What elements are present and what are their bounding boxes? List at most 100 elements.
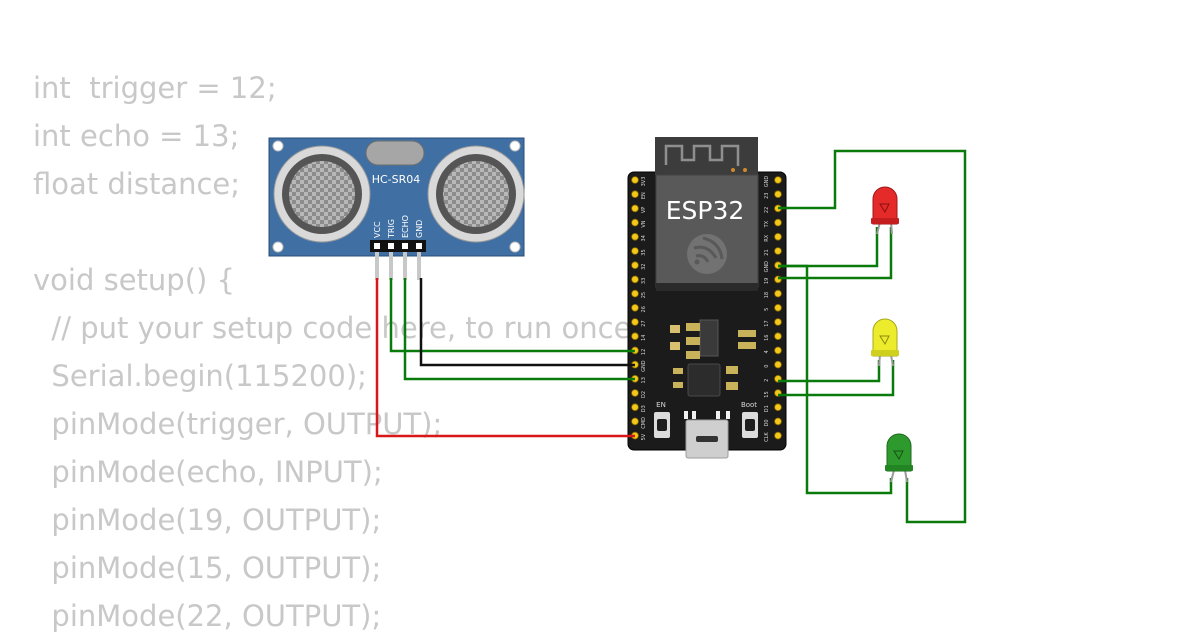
pin-label: 23 [764, 193, 770, 199]
pin-label: 32 [641, 264, 647, 270]
header-pin[interactable] [631, 289, 639, 298]
pin-label: 15 [764, 391, 770, 397]
wire-trig[interactable] [389, 278, 635, 353]
pin-label: 4 [764, 350, 770, 353]
header-pin[interactable] [631, 332, 639, 341]
en-button[interactable] [654, 412, 670, 438]
pin-label: D0 [764, 419, 770, 426]
header-pin[interactable] [774, 176, 782, 184]
pin-label: VN [641, 220, 647, 227]
esp32-board[interactable]: ESP32 EN Boot [627, 137, 787, 459]
header-pin[interactable] [774, 233, 782, 241]
en-button-label: EN [656, 401, 666, 409]
boot-button[interactable] [742, 412, 758, 438]
wire-vcc[interactable] [375, 278, 635, 438]
code-line: pinMode(15, OUTPUT); [33, 551, 382, 585]
header-pin[interactable] [774, 289, 782, 298]
pin-label: VP [641, 207, 647, 213]
pin-label: EN [641, 192, 647, 199]
sensor-name: HC-SR04 [372, 173, 421, 186]
header-pin[interactable] [774, 417, 782, 426]
pin-label: 22 [764, 207, 770, 213]
pin-label: D1 [764, 405, 770, 412]
code-line: pinMode(echo, INPUT); [33, 455, 383, 489]
voltage-regulator [670, 319, 756, 359]
sensor-pin-label-gnd: GND [415, 220, 424, 238]
pin-label: CLK [764, 432, 770, 442]
header-pin[interactable] [631, 218, 639, 227]
boot-button-label: Boot [741, 401, 757, 409]
code-editor-text: int trigger = 12; int echo = 13; float d… [33, 64, 641, 640]
wire-gnd[interactable] [419, 278, 635, 367]
transducer-right [427, 145, 525, 243]
code-line: pinMode(19, OUTPUT); [33, 503, 382, 537]
header-pin[interactable] [631, 403, 639, 412]
header-pin[interactable] [774, 303, 782, 312]
sensor-pin-label-trig: TRIG [387, 219, 396, 239]
header-pin[interactable] [631, 204, 639, 213]
board-name: ESP32 [666, 196, 745, 225]
pin-label: GND [764, 261, 770, 273]
header-pin[interactable] [631, 303, 639, 312]
code-line: int echo = 13; [33, 119, 240, 153]
header-pin[interactable] [774, 332, 782, 341]
header-pin[interactable] [631, 233, 639, 241]
pin-label: GND [764, 176, 770, 188]
header-pin[interactable] [774, 247, 782, 255]
usb-uart-chip [673, 363, 738, 397]
code-line: Serial.begin(115200); [33, 359, 367, 393]
header-pin[interactable] [631, 247, 639, 255]
pin-label: 25 [641, 292, 647, 298]
wire-yellow-led-anode[interactable] [778, 360, 895, 397]
code-line: // put your setup code here, to run once… [33, 311, 642, 345]
led-yellow[interactable] [871, 318, 899, 367]
led-red[interactable] [871, 186, 899, 235]
header-pin[interactable] [774, 360, 782, 369]
sensor-pin-label-vcc: VCC [373, 221, 382, 238]
code-line: pinMode(22, OUTPUT); [33, 599, 382, 633]
pin-label: 16 [764, 335, 770, 341]
wire-echo[interactable] [403, 278, 635, 381]
header-pin[interactable] [774, 218, 782, 227]
usb-port [685, 419, 729, 459]
header-pin[interactable] [631, 318, 639, 326]
pin-label: RX [764, 234, 770, 241]
header-pin[interactable] [774, 190, 782, 199]
pin-label: CMD [641, 417, 647, 429]
wire-red-led-ground[interactable] [778, 227, 879, 268]
header-pin[interactable] [631, 389, 639, 397]
pin-label: 35 [641, 249, 647, 255]
pin-label: 2 [764, 379, 770, 382]
pin-label: 5V [641, 433, 647, 440]
espressif-logo [687, 234, 727, 274]
header-pin[interactable] [774, 318, 782, 326]
header-pin[interactable] [774, 346, 782, 355]
transducer-left [273, 145, 371, 243]
pin-label: 19 [764, 278, 770, 284]
header-pin[interactable] [631, 417, 639, 426]
header-pin[interactable] [631, 190, 639, 199]
pin-label: 5 [764, 308, 770, 311]
header-pin[interactable] [631, 176, 639, 184]
pin-label: 3V3 [641, 177, 647, 187]
wire-red-led-anode[interactable] [778, 227, 893, 280]
wire-yellow-led-ground[interactable] [778, 360, 881, 383]
header-pin[interactable] [631, 261, 639, 270]
header-pin[interactable] [631, 275, 639, 284]
pin-label: 26 [641, 306, 647, 312]
header-pin[interactable] [774, 431, 782, 440]
pin-label: GND [641, 360, 647, 372]
sensor-pin-label-echo: ECHO [401, 215, 410, 238]
code-line: void setup() { [33, 263, 235, 297]
ultrasonic-sensor[interactable]: HC-SR04 VCC TRIG ECHO GND [268, 137, 525, 280]
led-green[interactable] [885, 433, 913, 483]
wire-ground-rail[interactable] [778, 264, 893, 495]
pin-label: D3 [641, 405, 647, 412]
header-pin[interactable] [774, 403, 782, 412]
pin-label: 17 [764, 320, 770, 326]
code-line: float distance; [33, 167, 241, 201]
antenna-area [655, 137, 758, 175]
wire-red-led-signal[interactable] [778, 149, 967, 524]
